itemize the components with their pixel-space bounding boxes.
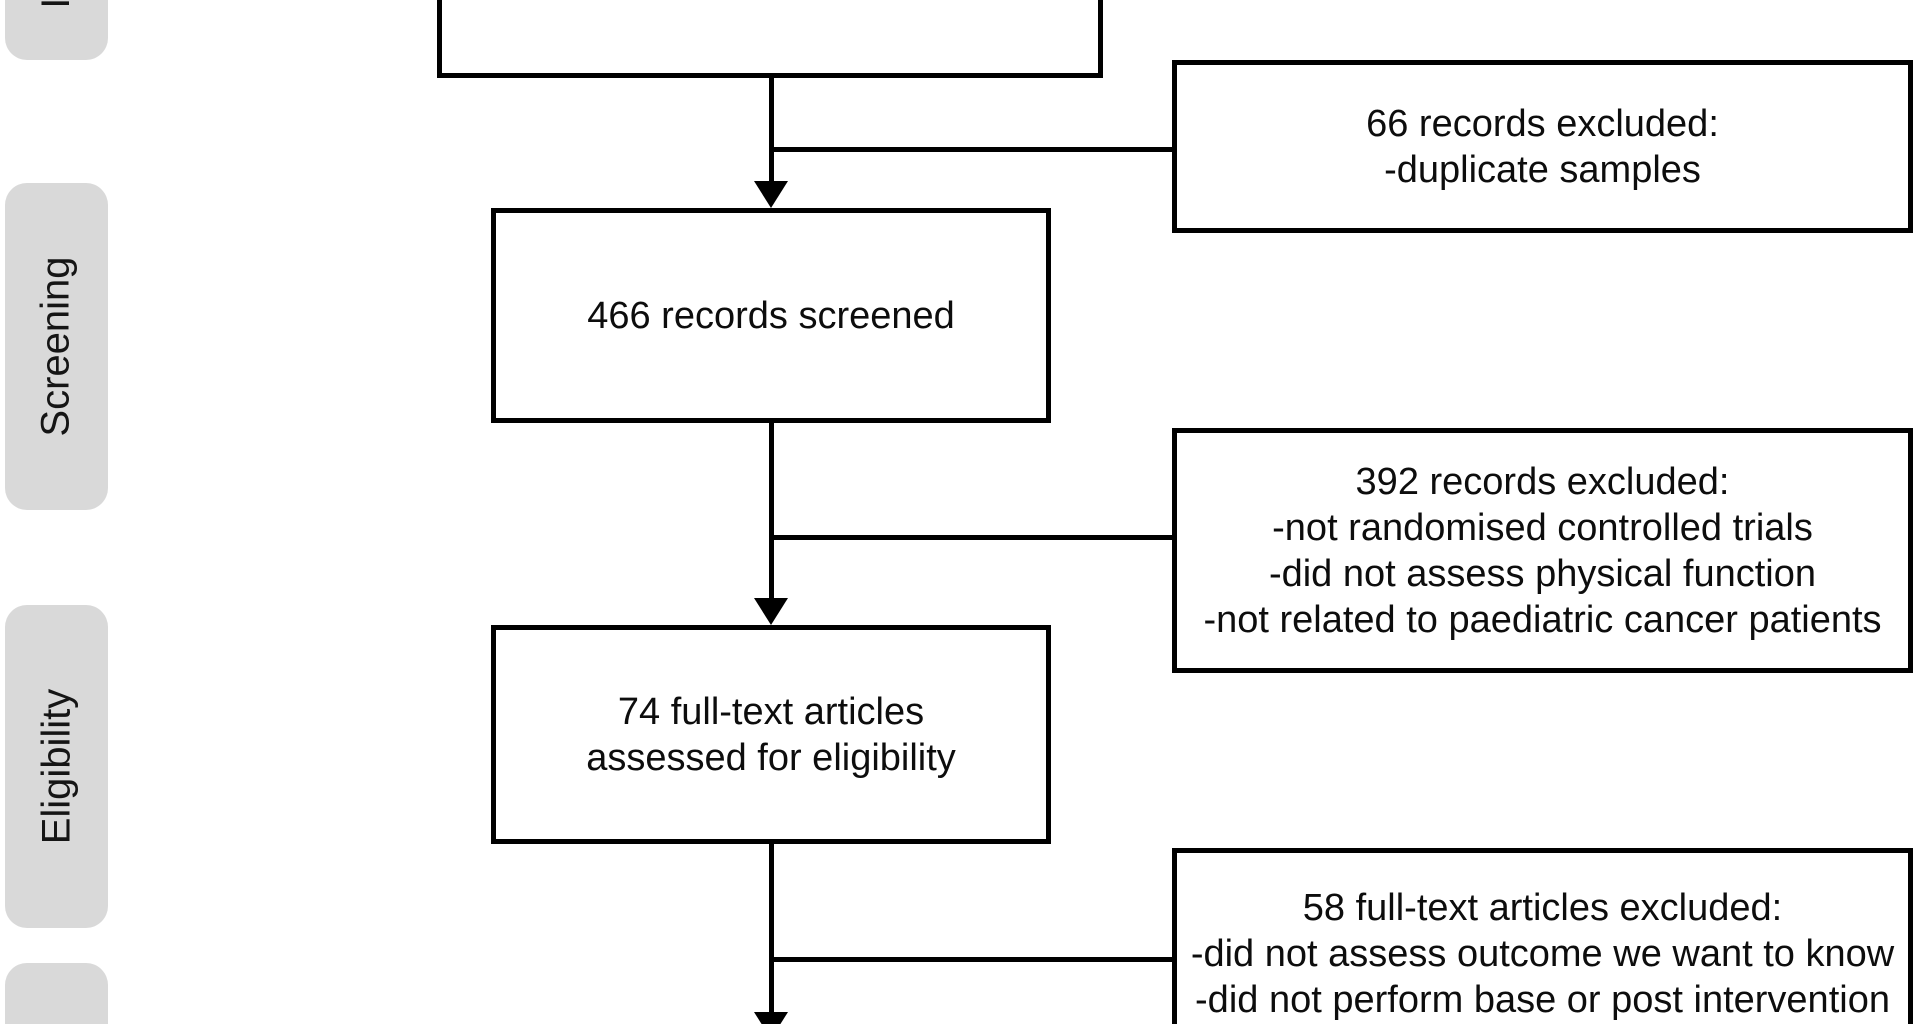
excluded-1-line-1: 66 records excluded: xyxy=(1366,102,1719,145)
stage-eligibility-label: Eligibility xyxy=(34,688,79,845)
excluded-3-line-2: -did not assess outcome we want to know xyxy=(1190,933,1895,975)
stage-eligibility: Eligibility xyxy=(5,605,108,928)
arrow-down-icon-included xyxy=(754,1012,788,1024)
excluded-3-line-1: 58 full-text articles excluded: xyxy=(1302,887,1783,929)
stage-screening-label: Screening xyxy=(34,256,78,437)
excluded-2-line-3: -did not assess physical function xyxy=(1268,552,1817,595)
excluded-box-records-screening: 392 records excluded: -not randomised co… xyxy=(1172,428,1913,673)
flow-box-records-identified xyxy=(437,0,1103,78)
arrow-down-icon-screened xyxy=(754,181,788,208)
excluded-2-line-4: -not related to paediatric cancer patien… xyxy=(1203,598,1882,641)
excluded-1-line-2: -duplicate samples xyxy=(1384,148,1701,191)
stage-identification-label: Identification xyxy=(34,0,79,8)
branch-line-to-excluded-1 xyxy=(771,147,1172,152)
arrow-down-icon-fulltext xyxy=(754,598,788,625)
fulltext-assessed-line-1: 74 full-text articles xyxy=(617,690,925,733)
excluded-2-line-2: -not randomised controlled trials xyxy=(1272,506,1813,549)
stage-screening: Screening xyxy=(5,183,108,510)
stage-identification: Identification xyxy=(5,0,108,60)
flow-box-fulltext-assessed: 74 full-text articles assessed for eligi… xyxy=(491,625,1051,844)
stage-included xyxy=(5,963,108,1024)
connector-screened-to-fulltext xyxy=(769,423,774,600)
excluded-2-line-1: 392 records excluded: xyxy=(1355,460,1730,503)
flow-box-records-screened-label: 466 records screened xyxy=(587,294,955,337)
excluded-box-fulltext: 58 full-text articles excluded: -did not… xyxy=(1172,848,1913,1024)
excluded-3-line-3: -did not perform base or post interventi… xyxy=(1195,979,1890,1021)
excluded-box-records-duplicates: 66 records excluded: -duplicate samples xyxy=(1172,60,1913,233)
flow-box-records-screened: 466 records screened xyxy=(491,208,1051,423)
connector-identified-to-screened xyxy=(769,78,774,184)
connector-fulltext-to-included xyxy=(769,844,774,1014)
branch-line-to-excluded-3 xyxy=(771,957,1172,962)
branch-line-to-excluded-2 xyxy=(771,535,1172,540)
fulltext-assessed-line-2: assessed for eligibility xyxy=(586,736,956,779)
